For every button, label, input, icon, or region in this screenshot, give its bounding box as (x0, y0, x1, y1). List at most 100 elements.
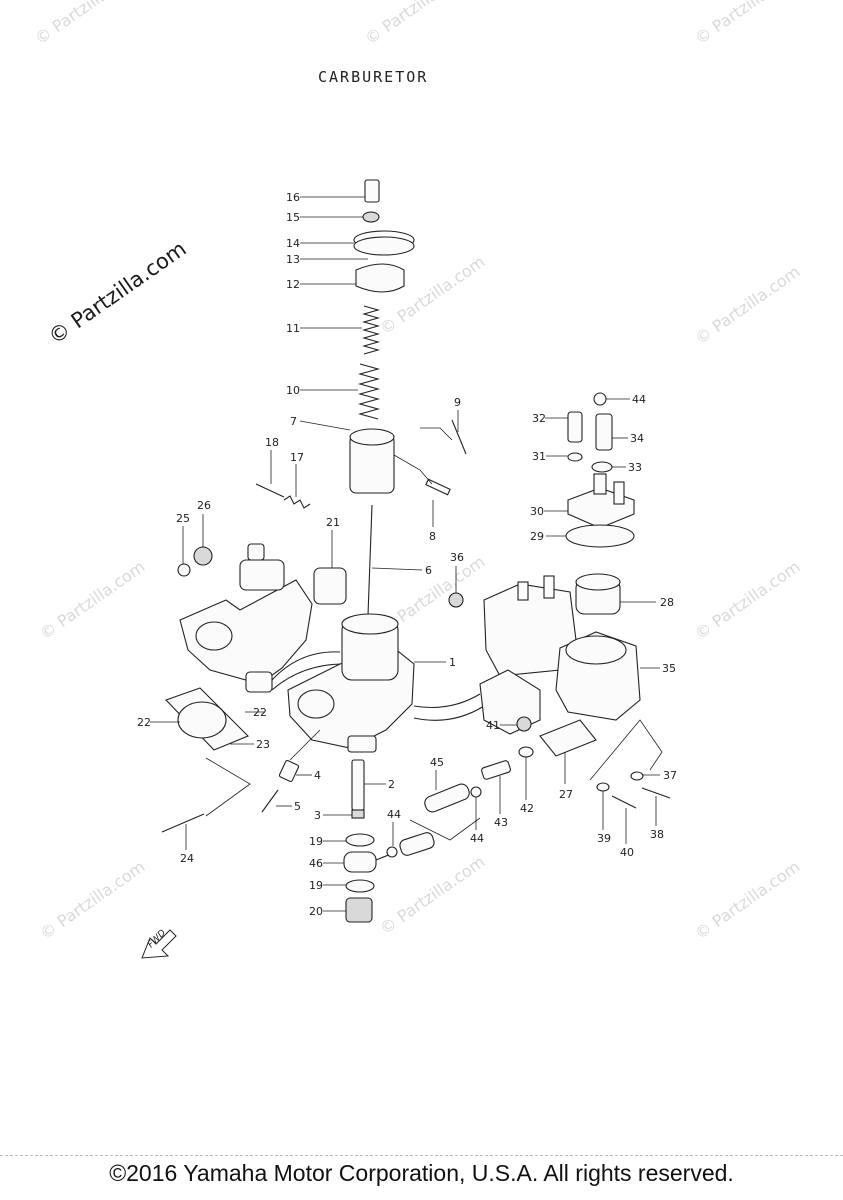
part-18-shape (255, 483, 285, 498)
hose-segment-shape (399, 832, 435, 856)
callout-35: 35 (662, 662, 676, 675)
fuel-hose-lower (413, 705, 485, 721)
callout-11: 11 (286, 322, 300, 335)
leader-bowl-bracket (589, 719, 663, 781)
callout-22-lower: 22 (137, 716, 151, 729)
leader-7 (299, 420, 351, 431)
callout-40: 40 (620, 846, 634, 859)
callout-39: 39 (597, 832, 611, 845)
float-bowl-parts (409, 392, 671, 844)
part-1-rim (341, 613, 399, 635)
part-35-rim (565, 635, 627, 665)
leader-6 (371, 567, 423, 571)
left-carb-bottom (245, 671, 273, 693)
part-1-base (347, 735, 377, 753)
fwd-arrow: FWD (141, 928, 177, 959)
part-10-shape (357, 363, 381, 420)
part-44b-shape (470, 786, 482, 798)
part-46-shape (343, 851, 377, 873)
part-5-shape (261, 789, 279, 813)
callout-10: 10 (286, 384, 300, 397)
callout-12: 12 (286, 278, 300, 291)
callout-19-upper: 19 (309, 835, 323, 848)
watermark-text: © Partzilla.com (36, 557, 148, 643)
part-43-shape (481, 760, 511, 780)
callout-44-lower: 44 (470, 832, 484, 845)
part-44a-shape (386, 846, 398, 858)
callout-42: 42 (520, 802, 534, 815)
part-32-shape (567, 411, 583, 443)
watermark-text: © Partzilla.com (691, 0, 803, 48)
callout-31: 31 (532, 450, 546, 463)
callout-17: 17 (290, 451, 304, 464)
part-17-shape (283, 495, 311, 509)
diagram-title: CARBURETOR (318, 68, 428, 86)
part-9-shape (451, 419, 467, 455)
callout-2: 2 (388, 778, 395, 791)
callout-24: 24 (180, 852, 194, 865)
callout-5: 5 (294, 800, 301, 813)
watermark-text: © Partzilla.com (691, 262, 803, 348)
copyright-notice: ©2016 Yamaha Motor Corporation, U.S.A. A… (109, 1160, 734, 1186)
left-carb-top (239, 559, 285, 591)
part-26-shape (193, 546, 213, 566)
callout-9: 9 (454, 396, 461, 409)
callout-18: 18 (265, 436, 279, 449)
callout-4: 4 (314, 769, 321, 782)
callout-22-upper: 22 (253, 706, 267, 719)
callout-34: 34 (630, 432, 644, 445)
part-30-stem2 (613, 481, 625, 505)
callout-13: 13 (286, 253, 300, 266)
callout-16: 16 (286, 191, 300, 204)
part-29-shape (565, 524, 635, 548)
watermark-text: © Partzilla.com (361, 0, 473, 48)
callout-30: 30 (530, 505, 544, 518)
callout-44-center: 44 (387, 808, 401, 821)
center-carb-parts (261, 613, 485, 923)
part-37-shape (630, 771, 644, 781)
connecting-hose-lower (271, 663, 345, 691)
callout-14: 14 (286, 237, 300, 250)
fwd-arrow-icon (141, 929, 177, 959)
watermark-text: © Partzilla.com (31, 0, 143, 48)
callout-27: 27 (559, 788, 573, 801)
part-45-shape (424, 783, 470, 813)
callout-7: 7 (290, 415, 297, 428)
callout-38: 38 (650, 828, 664, 841)
callout-1: 1 (449, 656, 456, 669)
part-16-shape (364, 179, 380, 203)
watermark-text: © Partzilla.com (691, 857, 803, 943)
part-4-shape (278, 759, 300, 783)
callout-32: 32 (532, 412, 546, 425)
callout-8: 8 (429, 530, 436, 543)
callout-37: 37 (663, 769, 677, 782)
part-1-bore (297, 689, 335, 719)
part-6-shape (367, 504, 373, 616)
footer-divider (0, 1155, 843, 1156)
left-carb-cap (247, 543, 265, 561)
part-22-ring-shape (177, 701, 227, 739)
callout-26: 26 (197, 499, 211, 512)
part-24-shape (161, 813, 205, 833)
part-19b-shape (345, 879, 375, 893)
leader-9-bracket (420, 427, 453, 441)
part-8-shape (425, 478, 451, 496)
callout-45: 45 (430, 756, 444, 769)
callout-46: 46 (309, 857, 323, 870)
leader-8-bracket (393, 454, 433, 485)
part-7-top (349, 428, 395, 446)
part-44c-shape (593, 392, 607, 406)
callout-labels: 16 15 14 13 12 11 10 7 9 18 17 8 25 26 2… (137, 191, 677, 918)
watermark-layer: © Partzilla.com © Partzilla.com © Partzi… (31, 0, 803, 943)
callout-43: 43 (494, 816, 508, 829)
top-stack-parts (299, 179, 467, 616)
part-34-shape (595, 413, 613, 451)
watermark-text: © Partzilla.com (691, 557, 803, 643)
fuel-hose-upper (413, 693, 481, 709)
watermark-text: © Partzilla.com (36, 857, 148, 943)
part-36-shape (448, 592, 464, 608)
callout-21: 21 (326, 516, 340, 529)
brand-watermark: © Partzilla.com (44, 236, 191, 349)
callout-33: 33 (628, 461, 642, 474)
leader-4-bracket (289, 729, 321, 761)
